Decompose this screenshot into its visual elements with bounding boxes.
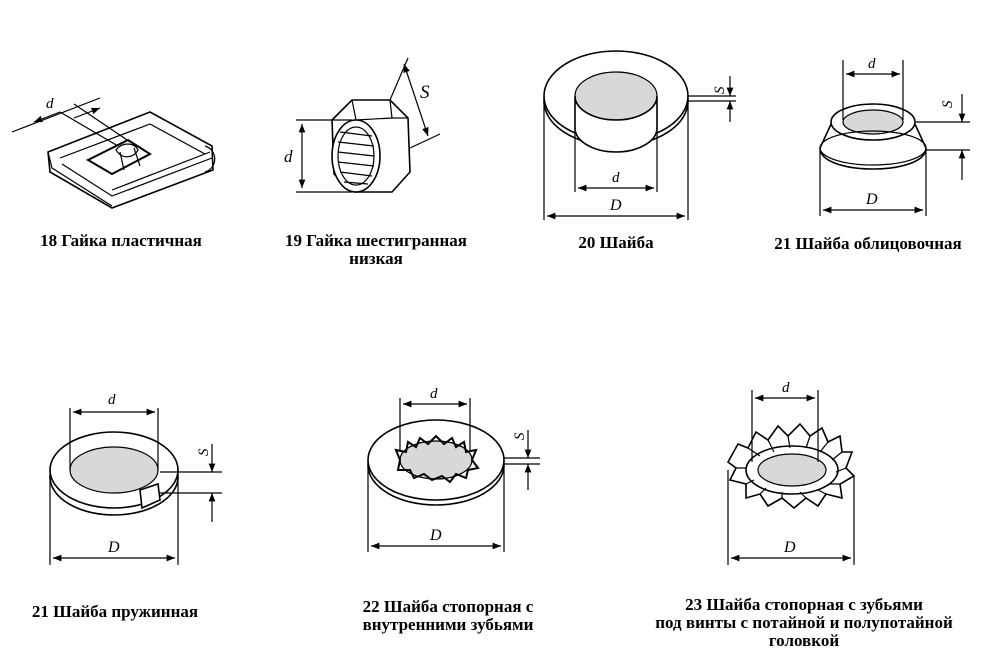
figure-22-lock-washer-internal: d D S [367,386,540,552]
figure-21-spring-washer: d D S [49,392,222,565]
dim-label-D: D [429,527,442,544]
caption-21-spring: 21 Шайба пружинная [31,602,199,621]
dim-label-D: D [865,191,878,208]
caption-20: 20 Шайба [578,233,654,252]
dim-label-S: S [940,100,956,108]
figure-19-hex-nut: d S [284,57,441,193]
dim-label-d: d [46,96,54,112]
caption-22-line1: 22 Шайба стопорная с [362,597,534,616]
figure-20-washer: d D S [543,50,736,220]
dim-label-d: d [868,56,876,72]
figure-21-facing-washer: d D S [819,56,970,216]
caption-22-line2: внутренними зубьями [362,615,534,634]
caption-19-line2: низкая [349,249,403,268]
caption-21-facing: 21 Шайба облицовочная [774,234,962,253]
dim-label-S: S [712,86,728,94]
caption-18: 18 Гайка пластичная [40,231,202,250]
caption-19: 19 Гайка шестигранная низкая [256,232,496,268]
dim-label-d: d [782,380,790,396]
dim-label-S: S [512,432,528,440]
dim-label-d: d [612,170,620,186]
caption-23-line3: головкой [768,631,840,650]
dim-label-D: D [783,539,796,556]
caption-22: 22 Шайба стопорная с внутренними зубьями [330,598,566,634]
dim-label-d: d [108,392,116,408]
figure-23-lock-washer-countersunk: d D [726,380,856,565]
figure-18-clip-nut: d [11,96,216,209]
dim-label-D: D [609,197,622,214]
caption-23-line1: 23 Шайба стопорная с зубьями [685,595,923,614]
dim-label-D: D [107,539,120,556]
caption-23-line2: под винты с потайной и полупотайной [655,613,953,632]
dim-label-S: S [196,448,212,456]
caption-23: 23 Шайба стопорная с зубьями под винты с… [618,596,990,650]
caption-19-line1: 19 Гайка шестигранная [285,231,467,250]
dim-label-d: d [430,386,438,402]
dim-label-d: d [284,147,293,166]
dim-label-S: S [420,82,430,103]
